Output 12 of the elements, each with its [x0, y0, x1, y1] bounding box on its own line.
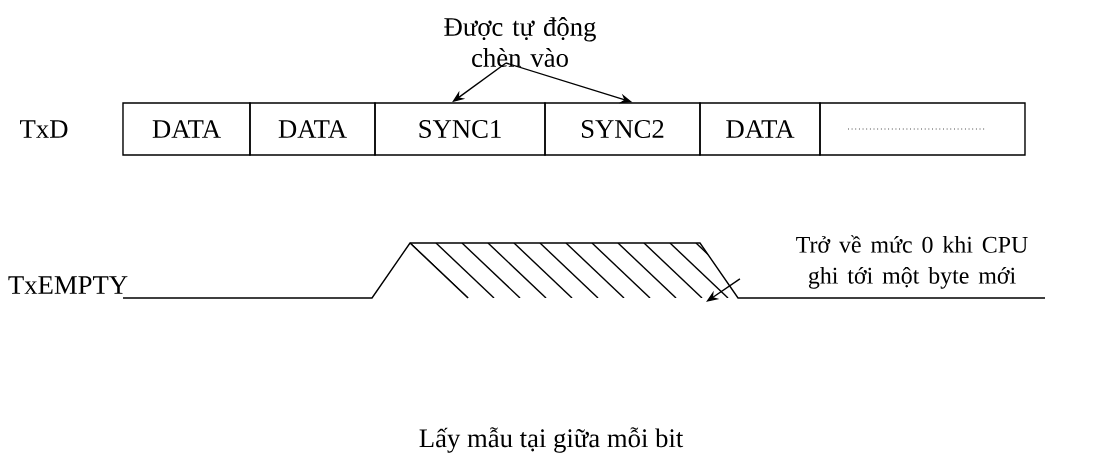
data-box: DATA [699, 102, 821, 156]
signal-label: TxEMPTY [8, 276, 128, 294]
arrow [706, 278, 741, 302]
data-box: DATA [122, 102, 251, 156]
data-box: DATA [249, 102, 376, 156]
caption-text: Lấy mẫu tại giữa mỗi bit [419, 427, 684, 453]
data-box: SYNC1 [374, 102, 546, 156]
data-box: SYNC2 [544, 102, 701, 156]
empty-box [819, 102, 1026, 156]
annotation-text: Trở về mức 0 khi CPU ghi tới một byte mới [796, 235, 1028, 289]
signal-label: TxD [20, 120, 68, 138]
annotation-text: Được tự động chèn vào [444, 17, 596, 67]
